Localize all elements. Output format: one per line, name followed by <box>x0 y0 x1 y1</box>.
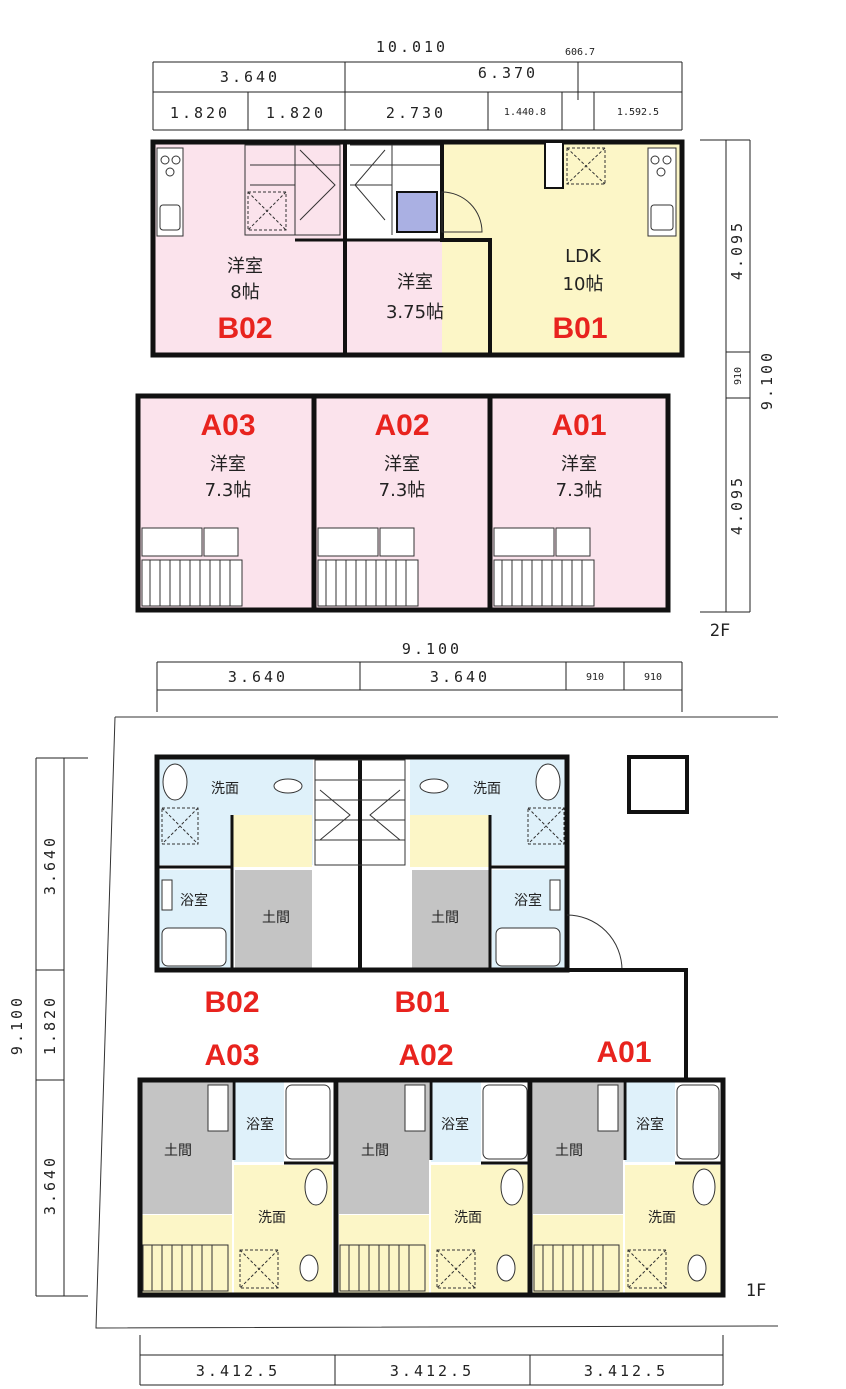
dimension-lines-1f-left <box>35 757 88 1297</box>
dimension-lines-1f-bottom <box>139 1335 724 1386</box>
dimension-lines-1f-top <box>156 661 683 712</box>
dim-2f-s3: 2.730 <box>386 104 446 122</box>
unit-label-a02-2f: A02 <box>374 409 429 442</box>
dim-2f-small: 606.7 <box>565 47 595 58</box>
dim-2f-s5: 1.592.5 <box>617 107 659 118</box>
kitchen-2f-b02 <box>156 147 184 237</box>
label-a03-type: 洋室 <box>210 454 246 475</box>
unit-label-a03-1f: A03 <box>204 1039 259 1072</box>
label-a01-type: 洋室 <box>561 454 597 475</box>
stairs-1f-lower <box>142 1244 620 1292</box>
closet-boxes-1f-upper <box>161 807 565 845</box>
dimension-lines-2f-top <box>152 61 683 131</box>
dim-2f-s4: 1.440.8 <box>504 107 546 118</box>
stairs-1f-upper <box>314 759 406 866</box>
label-entry-a01: 土間 <box>555 1143 583 1159</box>
dim-1f-d3: 910 <box>586 672 604 683</box>
label-a02-size: 7.3帖 <box>379 480 426 501</box>
label-mid-type: 洋室 <box>397 272 433 293</box>
stairs-kitchens-2f-lower <box>141 527 595 607</box>
label-wash-b01: 洗面 <box>473 781 501 797</box>
label-a01-size: 7.3帖 <box>556 480 603 501</box>
unit-label-a02-1f: A02 <box>398 1039 453 1072</box>
label-wash-b02: 洗面 <box>211 781 239 797</box>
dim-2f-right: 6.370 <box>478 64 538 82</box>
outdoor-box <box>627 755 689 814</box>
label-wash-a03: 洗面 <box>258 1210 286 1226</box>
unit-label-b02-2f: B02 <box>217 312 272 345</box>
label-bath-b02: 浴室 <box>180 892 208 909</box>
room-b02-western <box>153 142 345 355</box>
entry-b01 <box>412 870 490 968</box>
label-entry-b01: 土間 <box>431 910 459 926</box>
label-entry-a02: 土間 <box>361 1143 389 1159</box>
dim-2f-left: 3.640 <box>220 68 280 86</box>
fence-wall <box>567 968 688 1078</box>
floor-label-2f: 2F <box>710 621 730 641</box>
dim-1f-l2: 1.820 <box>41 995 59 1055</box>
storage-purple <box>396 191 438 233</box>
wall-2f-upper <box>150 139 685 358</box>
dim-1f-b1: 3.412.5 <box>196 1362 280 1380</box>
dim-2f-r1: 4.095 <box>728 220 746 280</box>
wall-2f-lower <box>135 393 671 613</box>
dim-1f-total: 9.100 <box>402 640 462 658</box>
floor-label-1f: 1F <box>746 1281 766 1301</box>
label-b01-size: 10帖 <box>563 274 604 295</box>
label-entry-b02: 土間 <box>262 910 290 926</box>
label-bath-a01: 浴室 <box>636 1116 664 1133</box>
label-bath-a03: 浴室 <box>246 1116 274 1133</box>
unit-label-a03-2f: A03 <box>200 409 255 442</box>
label-wash-a02: 洗面 <box>454 1210 482 1226</box>
label-a02-type: 洋室 <box>384 454 420 475</box>
dim-2f-total: 10.010 <box>376 38 448 56</box>
closet-boxes-1f-lower <box>239 1249 667 1289</box>
label-a03-size: 7.3帖 <box>205 480 252 501</box>
dim-2f-s2: 1.820 <box>266 104 326 122</box>
dim-2f-s1: 1.820 <box>170 104 230 122</box>
dimension-lines-2f-right <box>700 139 751 613</box>
kitchen-2f-b01 <box>647 147 677 237</box>
dim-1f-d4: 910 <box>644 672 662 683</box>
label-mid-size: 3.75帖 <box>386 302 444 323</box>
fixtures-1f-upper <box>161 763 561 967</box>
dim-1f-d2: 3.640 <box>430 668 490 686</box>
entry-door-swing <box>566 914 623 971</box>
label-b02-type: 洋室 <box>227 256 263 277</box>
unit-label-b01-2f: B01 <box>552 312 607 345</box>
fixtures-1f-lower <box>207 1084 720 1282</box>
unit-label-b01-1f: B01 <box>394 986 449 1019</box>
unit-label-a01-1f: A01 <box>596 1036 651 1069</box>
label-entry-a03: 土間 <box>164 1143 192 1159</box>
dim-1f-l1: 3.640 <box>41 835 59 895</box>
label-b01-type: LDK <box>565 246 602 267</box>
label-wash-a01: 洗面 <box>648 1210 676 1226</box>
unit-label-b02-1f: B02 <box>204 986 259 1019</box>
site-boundary <box>95 716 779 1329</box>
dim-1f-l3: 3.640 <box>41 1155 59 1215</box>
label-bath-a02: 浴室 <box>441 1116 469 1133</box>
closet-boxes-2f-upper <box>247 147 606 231</box>
stairs-2f-upper <box>244 144 440 236</box>
label-bath-b01: 浴室 <box>514 892 542 909</box>
entry-b02 <box>235 870 312 968</box>
dim-2f-r2: 910 <box>733 367 744 385</box>
dim-1f-b3: 3.412.5 <box>584 1362 668 1380</box>
dim-1f-total-v: 9.100 <box>8 995 26 1055</box>
door-swing <box>441 191 483 233</box>
dim-2f-total-v: 9.100 <box>758 350 776 410</box>
unit-label-a01-2f: A01 <box>551 409 606 442</box>
dim-1f-b2: 3.412.5 <box>390 1362 474 1380</box>
dim-1f-d1: 3.640 <box>228 668 288 686</box>
label-b02-size: 8帖 <box>230 282 259 303</box>
wall-1f-lower <box>137 1077 726 1298</box>
dim-2f-r3: 4.095 <box>728 475 746 535</box>
